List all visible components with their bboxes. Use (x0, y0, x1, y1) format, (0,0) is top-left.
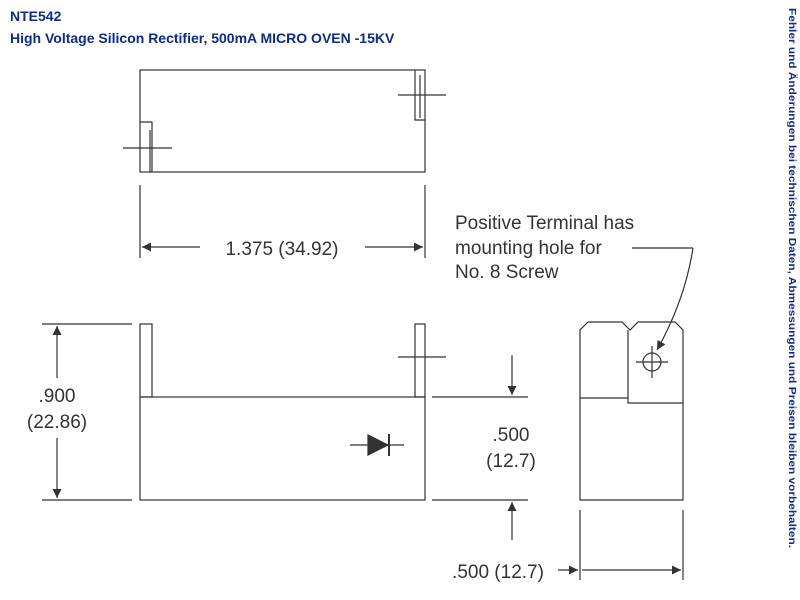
part-number: NTE542 (10, 8, 62, 24)
callout-leader (632, 247, 694, 351)
callout-line-3: No. 8 Screw (455, 262, 559, 283)
length-dimension (139, 185, 426, 258)
length-label: 1.375 (34.92) (225, 239, 338, 260)
width-dimension (558, 510, 684, 580)
height-label-mm: (22.86) (27, 412, 87, 433)
top-view (123, 69, 446, 173)
height-label-in: .900 (39, 386, 76, 407)
front-view (139, 323, 446, 501)
callout-line-2: mounting hole for (455, 238, 602, 259)
body-height-dimension (432, 355, 528, 540)
width-label: .500 (12.7) (452, 562, 544, 583)
side-view (579, 321, 684, 501)
diode-symbol (350, 434, 404, 456)
callout-line-1: Positive Terminal has (455, 213, 634, 234)
body-label-mm: (12.7) (486, 451, 536, 472)
body-label-in: .500 (493, 425, 530, 446)
height-dimension (42, 323, 132, 501)
part-title: High Voltage Silicon Rectifier, 500mA MI… (10, 30, 395, 46)
